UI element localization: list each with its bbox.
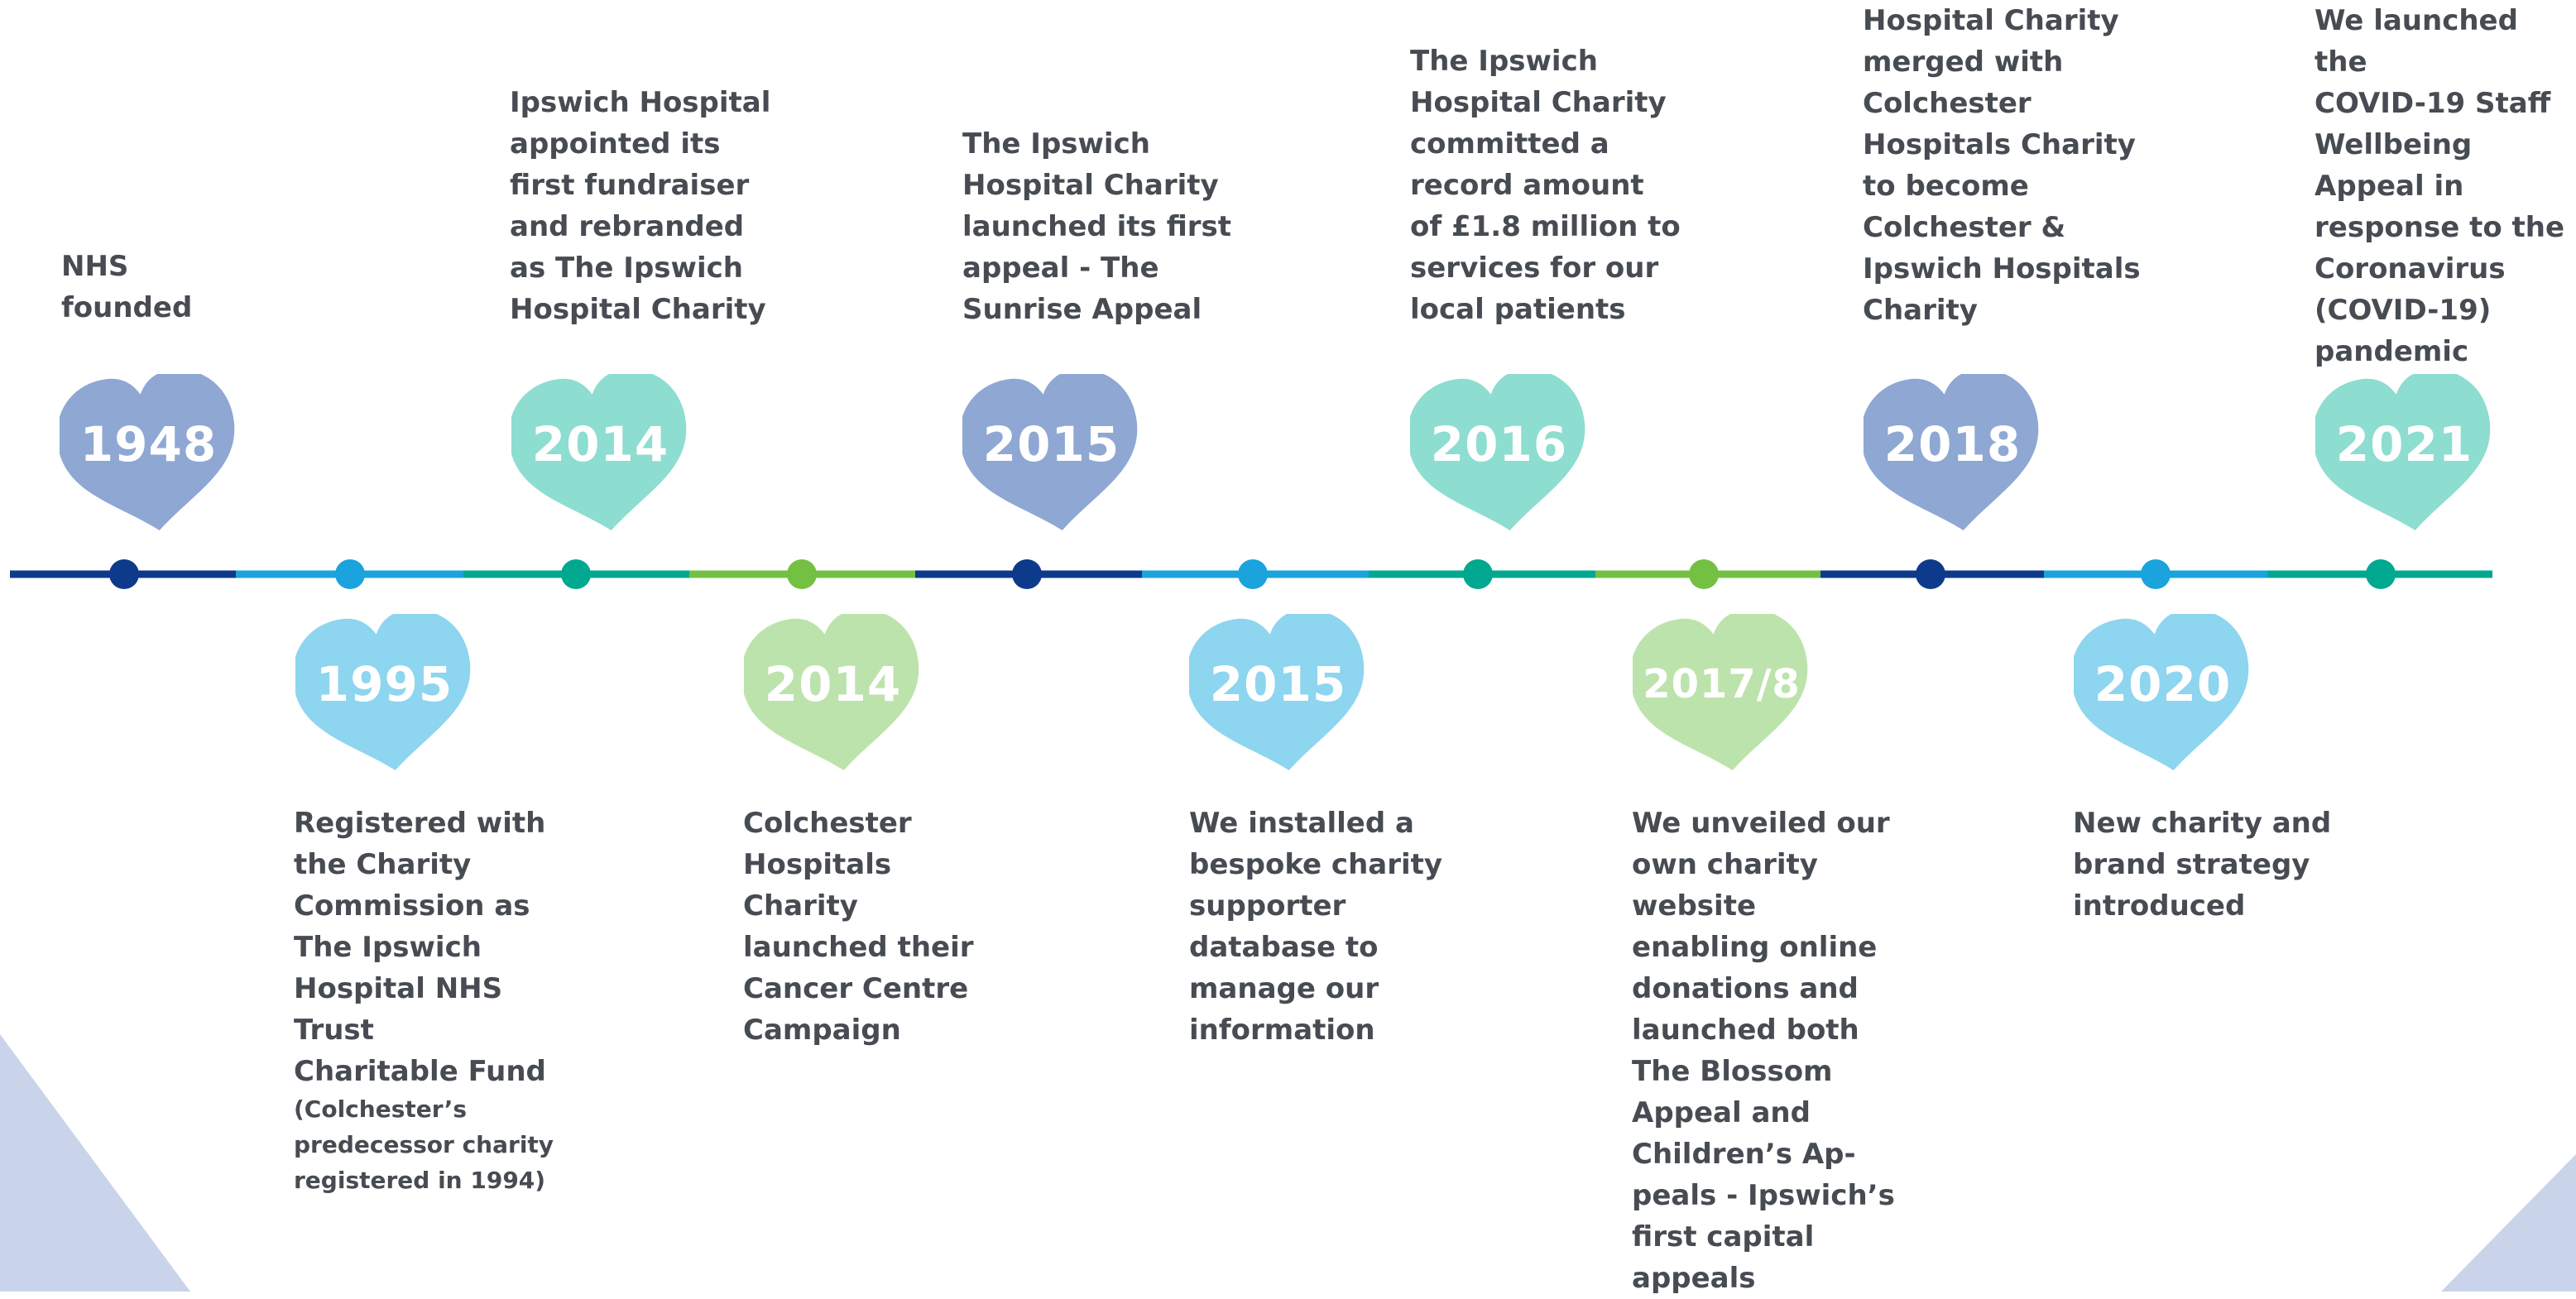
timeline-dot xyxy=(1689,559,1719,589)
year-label: 2014 xyxy=(531,416,669,472)
heart-badge: 2020 xyxy=(2074,614,2252,771)
year-label: 2017/8 xyxy=(1643,661,1801,707)
heart-badge: 2021 xyxy=(2315,374,2493,531)
timeline-dot xyxy=(2141,559,2171,589)
year-label: 2018 xyxy=(1883,416,2022,472)
year-label: 2015 xyxy=(1209,656,1347,712)
timeline-dot xyxy=(1012,559,1042,589)
timeline-dot xyxy=(1238,559,1268,589)
event-note: (Colchester’s predecessor charity regist… xyxy=(294,1095,554,1194)
year-label: 2021 xyxy=(2335,416,2473,472)
year-label: 2020 xyxy=(2094,656,2232,712)
year-label: 2014 xyxy=(764,656,902,712)
heart-icon xyxy=(2315,374,2491,531)
year-label: 2015 xyxy=(982,416,1120,472)
heart-icon xyxy=(744,614,919,771)
heart-badge: 2018 xyxy=(1864,374,2041,531)
heart-icon xyxy=(1410,374,1585,531)
timeline-dot xyxy=(1463,559,1493,589)
heart-icon xyxy=(1864,374,2039,531)
timeline-dot xyxy=(787,559,817,589)
decor-triangle-right xyxy=(2441,1154,2576,1292)
event-description: Registered with the Charity Commission a… xyxy=(294,807,546,1088)
year-label: 2016 xyxy=(1430,416,1568,472)
heart-icon xyxy=(295,614,471,771)
event-description: Hospital Charity merged with Colchester … xyxy=(1863,4,2141,327)
timeline-dot xyxy=(561,559,591,589)
heart-icon xyxy=(1633,614,1808,771)
event-description: The Ipswich Hospital Charity launched it… xyxy=(962,127,1232,326)
timeline-dot xyxy=(1916,559,1945,589)
heart-badge: 2015 xyxy=(1189,614,1367,771)
event-description: The Ipswich Hospital Charity committed a… xyxy=(1410,45,1681,326)
event-description: We launched the COVID-19 Staff Wellbeing… xyxy=(2315,4,2565,368)
heart-badge: 1948 xyxy=(60,374,237,531)
event-description: Colchester Hospitals Charity launched th… xyxy=(743,807,974,1047)
event-description: NHS founded xyxy=(61,250,193,324)
heart-badge: 2016 xyxy=(1410,374,1588,531)
heart-badge: 1995 xyxy=(295,614,473,771)
timeline-dot xyxy=(109,559,139,589)
heart-icon xyxy=(60,374,235,531)
decor-triangle-left xyxy=(0,1034,190,1292)
heart-badge: 2015 xyxy=(962,374,1140,531)
heart-icon xyxy=(962,374,1138,531)
heart-badge: 2014 xyxy=(744,614,922,771)
timeline-dot xyxy=(335,559,365,589)
heart-badge: 2014 xyxy=(511,374,689,531)
event-description: We unveiled our own charity website enab… xyxy=(1632,807,1895,1295)
year-label: 1948 xyxy=(79,416,218,472)
event-description: Ipswich Hospital appointed its first fun… xyxy=(510,86,771,326)
event-description: We installed a bespoke charity supporter… xyxy=(1189,807,1443,1047)
heart-icon xyxy=(1189,614,1365,771)
event-description: New charity and brand strategy introduce… xyxy=(2073,807,2332,923)
year-label: 1995 xyxy=(315,656,453,712)
heart-badge: 2017/8 xyxy=(1633,614,1811,771)
heart-icon xyxy=(511,374,687,531)
timeline-dot xyxy=(2366,559,2396,589)
heart-icon xyxy=(2074,614,2249,771)
